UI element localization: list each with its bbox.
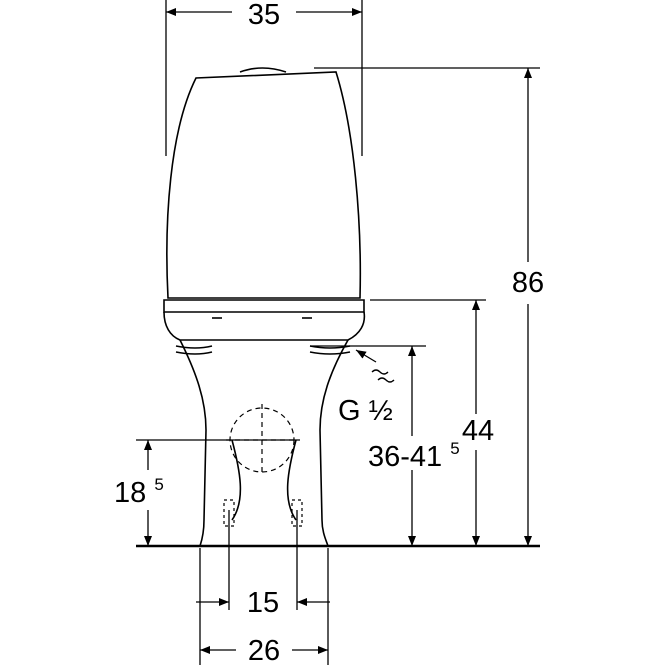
label-86: 86 [512,267,544,299]
label-36-41-main: 36-41 [368,441,442,473]
seat-band [163,299,365,313]
cistern-lid-knob [239,67,287,73]
bowl-left [179,339,207,547]
dimension-18 [136,439,300,546]
dimension-35 [165,0,363,156]
label-15: 15 [247,587,279,619]
label-36-41: 36-41 5 [368,439,460,473]
label-18-sup: 5 [154,475,163,494]
dimension-15 [196,510,330,610]
toilet-outline [163,67,366,547]
dimension-26 [199,548,329,665]
label-inlet-thread: G ½ [338,395,393,427]
dimension-36-41 [310,345,426,546]
cistern-body [166,71,362,299]
label-44: 44 [462,415,494,447]
dimension-86 [314,67,540,546]
label-18: 18 5 [114,475,164,509]
label-inlet-thread-frac: ½ [369,395,393,427]
label-26: 26 [248,635,280,665]
label-inlet-thread-main: G [338,395,361,427]
label-36-41-sup: 5 [450,439,459,458]
dimension-44 [370,299,486,546]
bowl-right [319,339,349,547]
seat-rim [163,311,366,341]
label-35: 35 [248,0,280,31]
label-18-main: 18 [114,477,146,509]
inlet-arrow [355,349,395,383]
